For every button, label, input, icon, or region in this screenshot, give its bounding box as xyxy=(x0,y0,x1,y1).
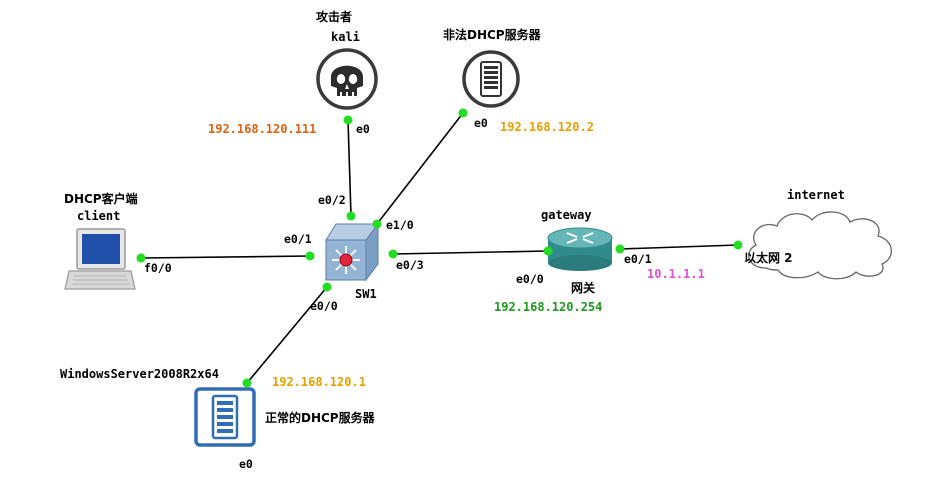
gateway-node[interactable] xyxy=(547,227,613,271)
switch-port-e0-2: e0/2 xyxy=(318,193,346,207)
kali-node[interactable] xyxy=(316,48,378,110)
port-dot-switch-e0-2 xyxy=(346,211,356,221)
link-switch-legit-dhcp[interactable] xyxy=(246,286,328,384)
legit-dhcp-name-label: WindowsServer2008R2x64 xyxy=(60,367,219,381)
kali-ip-label: 192.168.120.111 xyxy=(208,122,316,136)
link-switch-gateway[interactable] xyxy=(392,250,549,255)
link-gateway-internet[interactable] xyxy=(619,244,739,250)
kali-role-label: 攻击者 xyxy=(316,9,352,24)
legit-dhcp-port-label: e0 xyxy=(239,457,253,471)
client-name-label: client xyxy=(77,209,120,223)
port-dot-gateway-e0-1 xyxy=(615,244,625,254)
legit-dhcp-role-label: 正常的DHCP服务器 xyxy=(265,410,376,425)
gateway-name-label: gateway xyxy=(541,208,592,222)
port-dot-switch-e0-1 xyxy=(305,251,315,261)
rogue-dhcp-node[interactable] xyxy=(462,50,520,108)
internet-name-label: internet xyxy=(787,188,845,202)
client-role-label: DHCP客户端 xyxy=(64,191,138,206)
rogue-dhcp-port-label: e0 xyxy=(474,116,488,130)
client-port-label: f0/0 xyxy=(144,261,172,275)
switch-name-label: SW1 xyxy=(355,287,377,301)
switch-port-e0-0: e0/0 xyxy=(310,299,338,313)
skull-icon-glyph xyxy=(331,65,363,96)
kali-port-label: e0 xyxy=(356,122,370,136)
port-dot-switch-e1-0 xyxy=(372,219,382,229)
port-dot-gateway-e0-0 xyxy=(543,246,553,256)
client-node[interactable] xyxy=(64,228,136,290)
kali-name-label: kali xyxy=(331,30,360,44)
gateway-port-out-label: e0/1 xyxy=(624,252,652,266)
links xyxy=(140,112,739,384)
port-dot-client-f0-0 xyxy=(136,253,146,263)
port-dot-rogue-e0 xyxy=(458,108,468,118)
rogue-dhcp-name-label: 非法DHCP服务器 xyxy=(443,27,542,42)
internet-node[interactable] xyxy=(748,211,892,280)
gateway-port-in-label: e0/0 xyxy=(516,272,544,286)
port-dot-switch-e0-3 xyxy=(388,249,398,259)
gateway-ip-label: 192.168.120.254 xyxy=(494,300,602,314)
link-client-switch[interactable] xyxy=(140,255,311,259)
gateway-ip-out-label: 10.1.1.1 xyxy=(647,267,705,281)
switch-icon xyxy=(325,222,379,282)
server-icon xyxy=(194,387,256,447)
laptop-icon xyxy=(64,228,136,290)
switch-port-e1-0: e1/0 xyxy=(386,218,414,232)
link-kali-switch[interactable] xyxy=(347,119,352,217)
legit-dhcp-node[interactable] xyxy=(194,387,256,447)
rogue-dhcp-ip-label: 192.168.120.2 xyxy=(500,120,594,134)
legit-dhcp-ip-label: 192.168.120.1 xyxy=(272,375,366,389)
switch-port-e0-1: e0/1 xyxy=(284,232,312,246)
cloud-icon xyxy=(748,211,892,280)
switch-node[interactable] xyxy=(325,222,379,282)
gateway-role-label: 网关 xyxy=(571,280,595,295)
internet-port-label: 以太网 2 xyxy=(744,250,793,265)
router-icon xyxy=(547,227,613,271)
port-dots xyxy=(136,108,743,388)
port-dot-internet xyxy=(733,240,743,250)
link-rogue-switch[interactable] xyxy=(376,112,464,225)
port-dot-switch-e0-0 xyxy=(322,282,332,292)
port-dot-legit-e0 xyxy=(242,378,252,388)
switch-port-e0-3: e0/3 xyxy=(396,258,424,272)
port-dot-kali-e0 xyxy=(343,115,353,125)
